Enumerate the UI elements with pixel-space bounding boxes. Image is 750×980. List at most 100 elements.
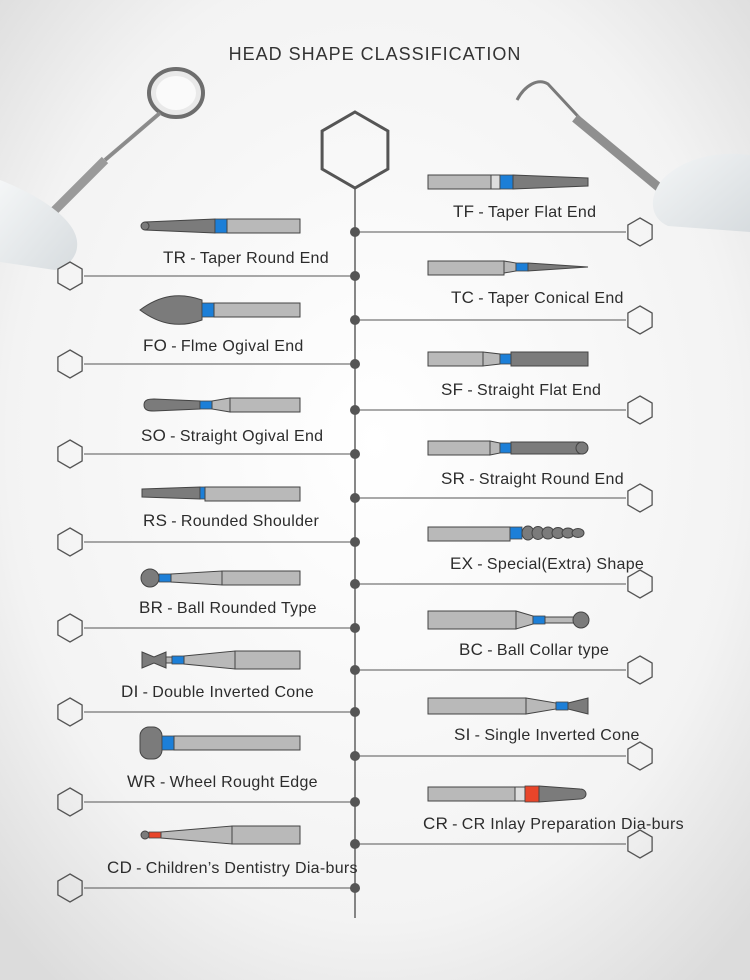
bur-single-inverted	[427, 697, 589, 715]
label-dash: -	[190, 250, 196, 267]
right-label-cr: CR-CR Inlay Preparation Dia-burs	[423, 814, 684, 834]
spine-dot	[350, 227, 360, 237]
spine-dot	[350, 883, 360, 893]
label-name: Double Inverted Cone	[152, 684, 314, 701]
right-label-tf: TF-Taper Flat End	[453, 202, 596, 222]
label-dash: -	[452, 816, 458, 833]
hexagon-marker-icon	[57, 873, 83, 903]
spine-dot	[350, 665, 360, 675]
spine-dot	[350, 751, 360, 761]
label-dash: -	[171, 338, 177, 355]
label-code: TF	[453, 202, 475, 221]
label-code: CD	[107, 858, 133, 877]
left-label-cd: CD-Children’s Dentistry Dia-burs	[107, 858, 358, 878]
bur-straight-flat	[427, 351, 589, 367]
spine-dot	[350, 707, 360, 717]
label-code: SO	[141, 426, 167, 445]
label-code: DI	[121, 682, 139, 701]
label-dash: -	[170, 428, 176, 445]
right-label-sf: SF-Straight Flat End	[441, 380, 601, 400]
right-label-tc: TC-Taper Conical End	[451, 288, 624, 308]
hexagon-marker-icon	[57, 527, 83, 557]
label-name: Wheel Rought Edge	[169, 774, 318, 791]
label-name: Single Inverted Cone	[484, 727, 640, 744]
bur-cr-inlay	[427, 785, 587, 803]
bur-straight-round	[427, 440, 589, 456]
label-name: Straight Ogival End	[179, 428, 324, 445]
label-name: Flme Ogival End	[180, 338, 304, 355]
left-label-fo: FO-Flme Ogival End	[143, 336, 304, 356]
bur-children	[140, 825, 301, 845]
label-name: Straight Flat End	[476, 382, 602, 399]
hexagon-marker-icon	[627, 569, 653, 599]
bur-rounded-shoulder	[141, 486, 301, 502]
label-name: Taper Flat End	[488, 204, 597, 221]
label-name: Straight Round End	[478, 471, 624, 488]
spine-dot	[350, 359, 360, 369]
hexagon-marker-icon	[57, 349, 83, 379]
spine-dot	[350, 537, 360, 547]
hexagon-marker-icon	[627, 829, 653, 859]
label-dash: -	[474, 727, 481, 744]
label-code: BC	[459, 640, 484, 659]
hexagon-marker-icon	[627, 741, 653, 771]
label-code: TR	[163, 248, 187, 267]
label-dash: -	[167, 600, 173, 617]
right-label-bc: BC-Ball Collar type	[459, 640, 609, 660]
bur-flame	[139, 295, 301, 325]
bur-taper-flat	[427, 174, 589, 190]
label-dash: -	[159, 774, 166, 791]
label-code: FO	[143, 336, 168, 355]
spine-dot	[350, 449, 360, 459]
label-dash: -	[478, 204, 485, 221]
bur-straight-ogival	[143, 397, 301, 413]
spine-dot	[350, 797, 360, 807]
label-dash: -	[467, 382, 473, 399]
bur-extra	[427, 525, 585, 542]
label-code: TC	[451, 288, 475, 307]
label-name: CR Inlay Preparation Dia-burs	[461, 816, 684, 833]
left-label-di: DI-Double Inverted Cone	[121, 682, 314, 702]
left-label-rs: RS-Rounded Shoulder	[143, 511, 319, 531]
label-name: Children’s Dentistry Dia-burs	[145, 860, 358, 877]
right-label-ex: EX-Special(Extra) Shape	[450, 554, 644, 574]
label-name: Ball Collar type	[496, 642, 610, 659]
bur-ball-collar	[427, 610, 590, 630]
spine-dot	[350, 839, 360, 849]
label-dash: -	[142, 684, 149, 701]
label-dash: -	[478, 290, 484, 307]
hexagon-marker-icon	[57, 439, 83, 469]
spine-dot	[350, 623, 360, 633]
spine-dot	[350, 271, 360, 281]
page-title: HEAD SHAPE CLASSIFICATION	[228, 44, 522, 64]
left-label-tr: TR-Taper Round End	[163, 248, 329, 268]
hexagon-marker-icon	[57, 787, 83, 817]
label-code: SF	[441, 380, 464, 399]
label-code: SI	[454, 725, 471, 744]
top-hexagon-icon	[320, 110, 390, 190]
spine-dot	[350, 405, 360, 415]
bur-taper-round	[140, 218, 301, 234]
label-name: Taper Conical End	[487, 290, 624, 307]
label-dash: -	[487, 642, 493, 659]
hexagon-marker-icon	[627, 217, 653, 247]
label-name: Taper Round End	[199, 250, 329, 267]
bur-ball	[140, 568, 301, 588]
label-code: BR	[139, 598, 164, 617]
label-name: Special(Extra) Shape	[486, 556, 645, 573]
bur-wheel	[139, 726, 301, 760]
dental-explorer-icon	[515, 80, 750, 232]
right-label-si: SI-Single Inverted Cone	[454, 725, 640, 745]
spine-dot	[350, 493, 360, 503]
spine-dot	[350, 315, 360, 325]
hexagon-marker-icon	[627, 483, 653, 513]
label-code: SR	[441, 469, 466, 488]
label-dash: -	[477, 556, 483, 573]
bur-taper-conical	[427, 260, 589, 276]
hexagon-marker-icon	[627, 655, 653, 685]
hexagon-marker-icon	[627, 305, 653, 335]
label-code: WR	[127, 772, 156, 791]
label-dash: -	[469, 471, 475, 488]
label-name: Rounded Shoulder	[180, 513, 320, 530]
